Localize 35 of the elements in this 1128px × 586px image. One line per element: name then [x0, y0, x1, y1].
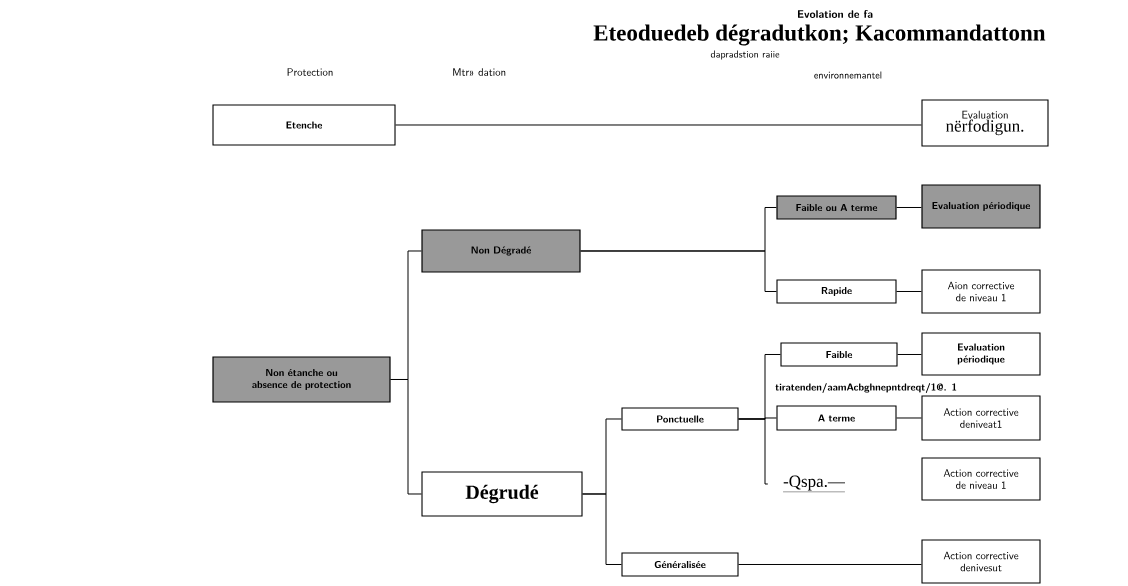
process-box: Faible ou A terme — [776, 195, 897, 220]
connector — [738, 418, 769, 485]
result-box: Evaluation périodique — [921, 184, 1041, 229]
result-box: Action corrective deniveat1 — [921, 395, 1041, 441]
result-box: Action corrective de niveau 1 — [921, 457, 1041, 501]
connector — [896, 417, 922, 419]
process-box: A terme — [776, 405, 897, 431]
connector — [897, 354, 922, 355]
label-text: environnemantel — [814, 71, 882, 79]
result-box: Evaluation périodique — [921, 332, 1041, 376]
branch-text: -Qspa.— — [782, 475, 846, 493]
process-box: Dégrudé — [421, 471, 583, 517]
result-box: Aion corrective de niveau 1 — [921, 269, 1041, 314]
result-box: Action corrective denivesut — [921, 539, 1041, 584]
connector — [395, 124, 922, 126]
connector — [580, 250, 777, 292]
process-box: Non étanche ou absence de protection — [212, 356, 391, 403]
overlay-text: tiratenden/aamAcbghnepntdreqt/1@. 1 — [775, 383, 957, 393]
title-text: Eteoduedeb dégradutkon; Kacommandattonn — [593, 24, 1046, 46]
label-text: Protection — [287, 68, 333, 76]
label-text: dapradstion raiie — [710, 50, 780, 60]
connector — [738, 564, 922, 565]
label-text: Mtr» dation — [453, 68, 506, 76]
process-box: Etenche — [212, 104, 396, 146]
connector — [582, 493, 622, 565]
connector — [390, 379, 422, 495]
process-box: Rapide — [776, 279, 897, 304]
result-box: Evaluation nërfodigun. — [921, 99, 1049, 147]
process-box: Faible — [780, 342, 898, 367]
label-text: Evolation de fa — [798, 10, 873, 18]
connector — [896, 207, 922, 208]
process-box: Généralisée — [621, 552, 739, 577]
connector — [896, 291, 922, 292]
process-box: Ponctuelle — [621, 407, 739, 431]
process-box: Non Dégradé — [421, 229, 581, 273]
